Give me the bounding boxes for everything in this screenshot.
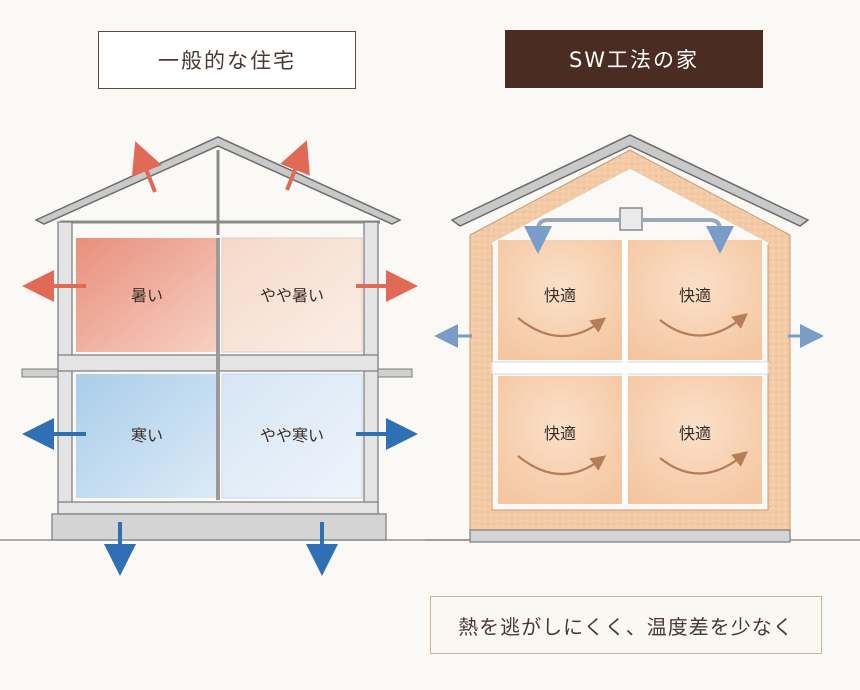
- ledge-right: [377, 368, 413, 378]
- circulation-arrow-upper-left: [517, 317, 607, 338]
- room-slightly-hot: [221, 237, 363, 353]
- heat-escape-arrow-roof-left: [131, 141, 162, 193]
- heat-escape-arrow-roof-right: [280, 140, 310, 191]
- room-hot: [76, 238, 218, 352]
- room-slightly-cold: [221, 373, 363, 499]
- attic-line: [491, 168, 769, 245]
- conventional-house-title: 一般的な住宅: [98, 31, 356, 89]
- ground-floor-slab: [57, 501, 379, 515]
- room-hot-label: 暑い: [131, 286, 163, 305]
- duct-right: [642, 218, 734, 254]
- roof: [34, 136, 402, 225]
- room-slightly-cold-label: やや寒い: [260, 426, 324, 445]
- room-cold: [76, 374, 218, 498]
- roof: [450, 134, 810, 227]
- comfort-label-upper-left: 快適: [544, 286, 576, 305]
- room-cold-label: 寒い: [131, 426, 163, 445]
- ventilation-unit: [619, 207, 643, 231]
- circulation-arrow-lower-right: [659, 451, 748, 475]
- right-wall: [363, 221, 379, 533]
- foundation: [51, 513, 387, 541]
- sw-house-title: SW工法の家: [505, 30, 763, 88]
- comfort-room-upper-right: [628, 240, 762, 360]
- conventional-house: 暑い やや暑い 寒い やや寒い: [21, 136, 418, 576]
- middle-floor: [491, 361, 769, 375]
- comfort-room-lower-left: [498, 376, 622, 504]
- ledge-left: [21, 368, 59, 378]
- room-slightly-hot-label: やや暑い: [260, 286, 324, 305]
- circulation-arrow-lower-left: [517, 455, 607, 476]
- comfort-room-lower-right: [628, 376, 762, 504]
- comfort-room-upper-left: [498, 240, 622, 360]
- left-wall: [57, 221, 73, 533]
- sw-house: 快適 快適 快適 快適: [434, 134, 824, 543]
- foundation: [469, 529, 791, 543]
- caption-box: 熱を逃がしにくく、温度差を少なく: [430, 596, 822, 654]
- comfort-label-upper-right: 快適: [679, 286, 711, 305]
- comfort-label-lower-right: 快適: [679, 424, 711, 443]
- comfort-label-lower-left: 快適: [544, 424, 576, 443]
- circulation-arrow-upper-right: [659, 313, 748, 337]
- duct-left: [524, 218, 620, 254]
